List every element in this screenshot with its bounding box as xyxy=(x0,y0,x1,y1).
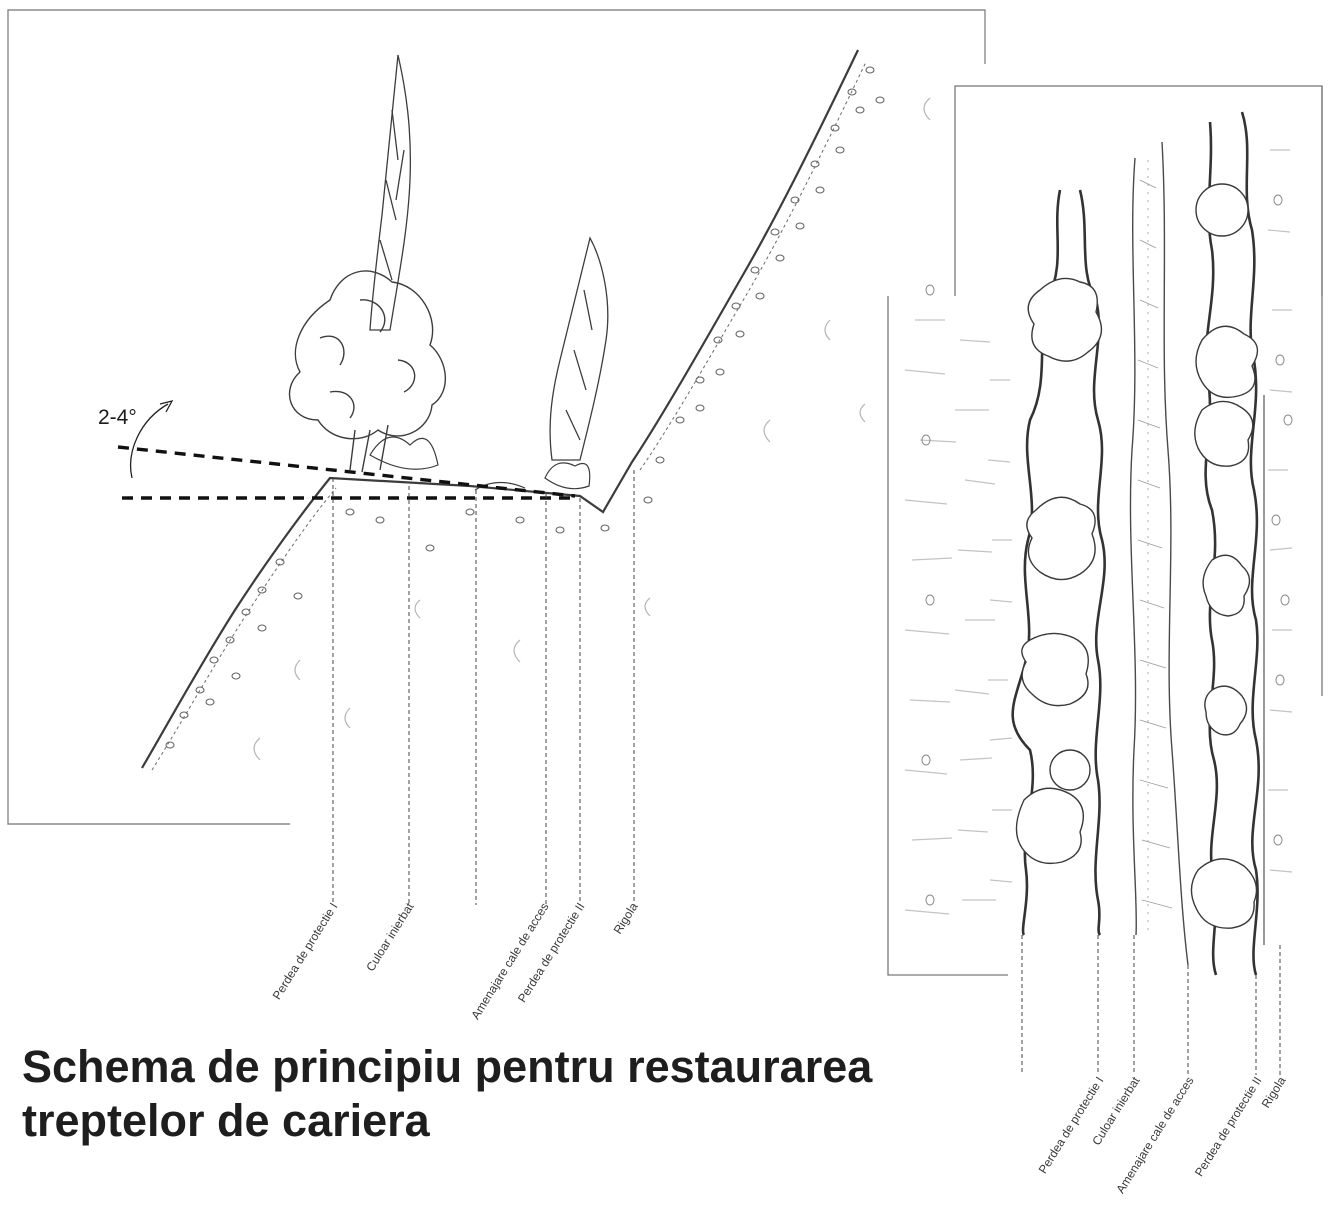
plan-path-hatching xyxy=(1137,160,1173,930)
diagram-title: Schema de principiu pentru restaurarea t… xyxy=(22,1040,872,1148)
diagram-title-line-2: treptelor de cariera xyxy=(22,1095,430,1146)
shrub-group xyxy=(369,436,591,491)
soil-pebbles xyxy=(165,66,885,749)
plan-path-left-edge xyxy=(1129,157,1138,936)
section-frame xyxy=(7,9,986,825)
section-label-perdea-2: Perdea de protectie II xyxy=(515,900,588,1005)
plan-perdea-2-canopies xyxy=(1190,183,1259,929)
section-label-rigola: Rigola xyxy=(611,900,641,937)
plan-panel: Perdea de protectie I Culoar inierbat Am… xyxy=(887,85,1326,1196)
plan-label-perdea-1: Perdea de protectie I xyxy=(1036,1074,1107,1176)
angle-arrowhead xyxy=(159,400,174,413)
plan-leader-lines xyxy=(1021,935,1281,1075)
section-panel: 2-4° Perdea de protectie I Culoar inierb… xyxy=(7,9,986,1022)
plan-perdea-1-canopies xyxy=(1015,277,1103,865)
plan-pebbles xyxy=(921,194,1293,906)
angle-arc-arrow xyxy=(130,403,169,479)
plan-frame-edge xyxy=(887,296,1008,976)
plan-label-perdea-2: Perdea de protectie II xyxy=(1192,1074,1265,1179)
terrain-profile-inner xyxy=(151,61,867,771)
angle-label: 2-4° xyxy=(98,406,137,429)
diagram-title-line-1: Schema de principiu pentru restaurarea xyxy=(22,1041,873,1092)
terrain-profile xyxy=(141,49,859,769)
tall-tree-2 xyxy=(549,236,609,461)
plan-path-right-edge xyxy=(1161,141,1189,966)
plan-label-rigola: Rigola xyxy=(1259,1074,1289,1111)
tall-tree-1 xyxy=(369,54,412,331)
bush-tree-1 xyxy=(288,270,447,473)
slope-reference-line xyxy=(117,445,576,498)
section-label-perdea-1: Perdea de protectie I xyxy=(270,900,341,1002)
plan-grass-strokes xyxy=(904,149,1293,915)
plan-perdea-2-right-edge xyxy=(1240,111,1260,976)
plan-frame-front xyxy=(888,296,1326,976)
soil-marks xyxy=(253,97,931,761)
section-leader-lines xyxy=(332,470,635,905)
section-label-culoar: Culoar inierbat xyxy=(363,900,417,974)
